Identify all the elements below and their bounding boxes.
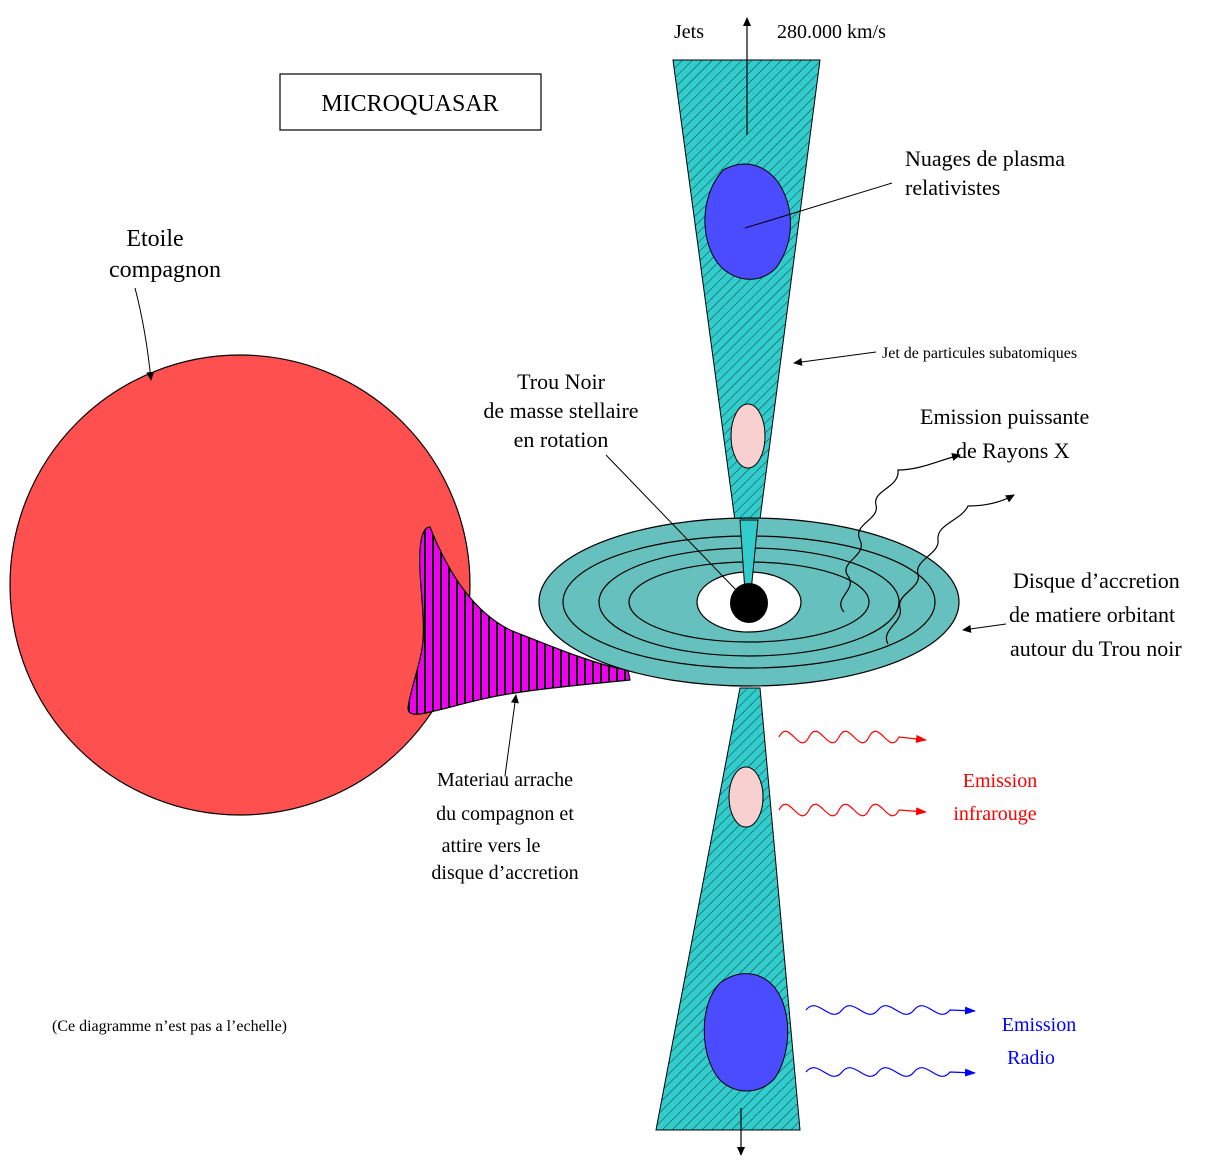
jet-speed: 280.000 km/s [777, 21, 886, 43]
plasma-cloud-upper [704, 163, 791, 280]
stream-label-1: Materiau arrache [437, 769, 573, 791]
disk-label-2: de matiere orbitant [1009, 602, 1175, 627]
infrared-label-2: infrarouge [953, 803, 1036, 825]
black-hole-label-3: en rotation [514, 427, 609, 452]
page-title: MICROQUASAR [321, 91, 498, 117]
jet-particles-pointer [793, 351, 877, 366]
companion-pointer [134, 287, 155, 381]
stream-label-3: attire vers le [442, 835, 541, 857]
black-hole-label-2: de masse stellaire [483, 398, 638, 423]
xray-label-2: de Rayons X [956, 438, 1070, 463]
pink-cloud-lower [728, 766, 764, 828]
infrared-wave-2 [778, 803, 927, 817]
plasma-cloud-lower [703, 973, 789, 1092]
stream-label-2: du compagnon et [436, 803, 574, 825]
black-hole-pointer [605, 454, 739, 593]
jets-label: Jets [674, 21, 704, 43]
title-box [279, 73, 542, 131]
black-hole [730, 583, 768, 623]
disk-pointer [962, 623, 1007, 633]
pink-cloud-upper [730, 403, 766, 469]
companion-label-1: Etoile [126, 226, 183, 252]
upper-jet [672, 59, 821, 589]
plasma-label-2: relativistes [905, 175, 1000, 200]
companion-star [9, 354, 471, 816]
radio-wave-2 [805, 1067, 976, 1077]
radio-wave-1 [805, 1005, 976, 1015]
stream-label-4: disque d’accretion [431, 862, 578, 884]
scale-note: (Ce diagramme n’est pas a l’echelle) [52, 1018, 287, 1035]
black-hole-label-1: Trou Noir [517, 369, 605, 394]
jet-particles-label: Jet de particules subatomiques [882, 345, 1077, 362]
mass-transfer-stream [407, 526, 631, 715]
plasma-label-1: Nuages de plasma [905, 146, 1065, 171]
stream-pointer [504, 694, 519, 777]
radio-label-2: Radio [1007, 1047, 1055, 1069]
plasma-pointer [744, 182, 893, 229]
disk-label-3: autour du Trou noir [1010, 636, 1182, 661]
disk-label-1: Disque d’accretion [1013, 568, 1180, 593]
companion-label-2: compagnon [109, 257, 221, 283]
xray-label-1: Emission puissante [920, 404, 1089, 429]
infrared-label-1: Emission [963, 770, 1037, 792]
radio-label-1: Emission [1002, 1014, 1076, 1036]
xray-wave-1 [840, 453, 961, 613]
xray-wave-2 [885, 494, 1015, 645]
infrared-wave-1 [778, 730, 927, 744]
